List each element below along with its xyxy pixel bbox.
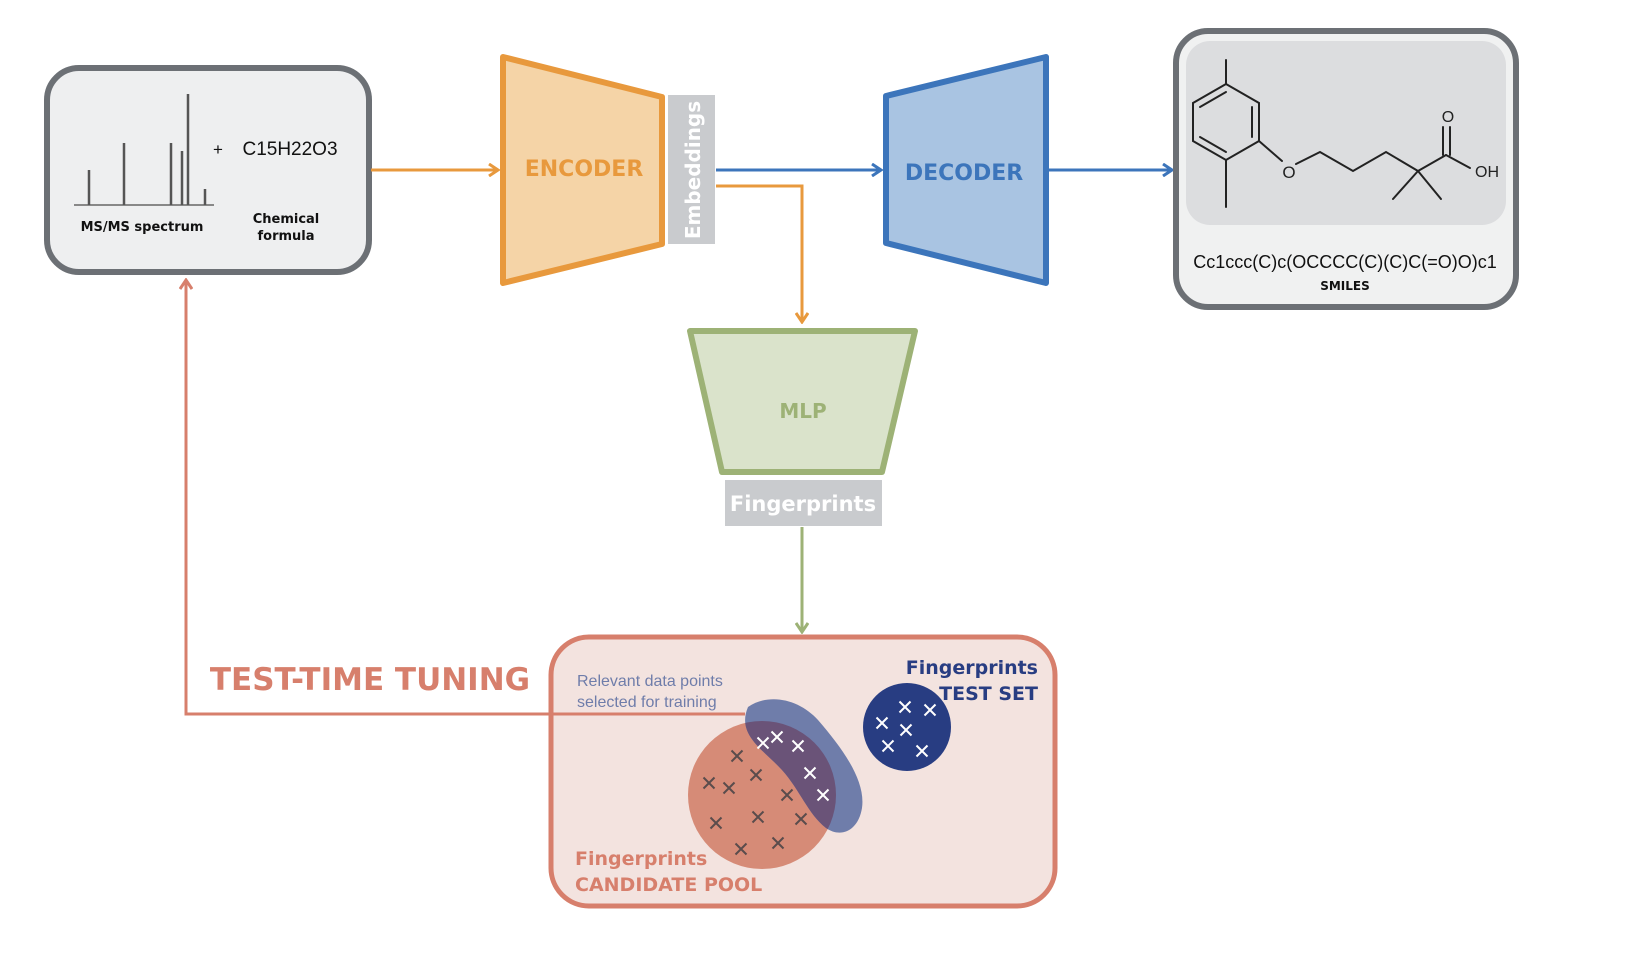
test-set-label-line2: TEST SET — [939, 683, 1038, 705]
molecule-structure — [1192, 59, 1471, 208]
selected-point-marker — [875, 716, 889, 730]
smiles-string: Cc1ccc(C)c(OCCCC(C)(C)C(=O)O)c1 — [1193, 252, 1496, 272]
arrow-embeddings-to-mlp — [716, 184, 802, 322]
fingerprints-output: Fingerprints — [725, 480, 882, 526]
candidate-point-marker — [794, 812, 808, 826]
test-set-cluster — [863, 683, 951, 771]
selected-point-marker — [770, 730, 784, 744]
candidate-point-marker — [702, 776, 716, 790]
embeddings-label: Embeddings — [681, 101, 705, 239]
selected-point-marker — [791, 739, 805, 753]
output-panel: O O OH Cc1ccc(C)c(OCCCC(C)(C)C(=O)O)c1 S… — [1173, 28, 1519, 310]
formula-label-line2: formula — [257, 229, 314, 244]
formula-label-line1: Chemical — [253, 212, 320, 227]
selected-point-marker — [816, 788, 830, 802]
mlp-trapezoid — [687, 328, 918, 475]
atom-ether-oxygen: O — [1282, 163, 1295, 182]
test-set-label-line1: Fingerprints — [906, 657, 1038, 679]
input-panel: MS/MS spectrum + C15H22O3 Chemical formu… — [44, 65, 372, 275]
candidate-point-marker — [780, 788, 794, 802]
selected-point-marker — [881, 739, 895, 753]
atom-hydroxyl: OH — [1475, 164, 1499, 181]
candidate-point-marker — [749, 768, 763, 782]
cluster-markers — [702, 700, 937, 856]
ms-spectrum-plot — [74, 94, 214, 206]
fingerprints-box — [725, 480, 882, 526]
embeddings-box — [668, 95, 715, 244]
smiles-label: SMILES — [1320, 279, 1370, 293]
decoder-label: DECODER — [905, 161, 1023, 186]
input-panel-frame — [44, 65, 372, 275]
decoder-block: DECODER — [883, 54, 1049, 286]
candidate-point-marker — [730, 749, 744, 763]
double-bond — [1199, 136, 1227, 153]
encoder-label: ENCODER — [525, 157, 644, 182]
candidate-point-marker — [734, 842, 748, 856]
mlp-block: MLP — [687, 328, 918, 475]
hydroxyl-bond — [1445, 154, 1471, 169]
overlap-region — [745, 721, 836, 833]
relevant-points-line1: Relevant data points — [577, 673, 723, 690]
relevant-points-line2: selected for training — [577, 694, 717, 711]
encoder-trapezoid — [500, 54, 665, 286]
selected-point-marker — [915, 744, 929, 758]
mlp-label: MLP — [779, 399, 826, 423]
test-time-tuning-panel: Relevant data points selected for traini… — [548, 634, 1058, 909]
carboxyl-bond — [1417, 154, 1447, 172]
plus-sign: + — [213, 140, 223, 159]
candidate-point-marker — [751, 810, 765, 824]
candidate-pool-label-line1: Fingerprints — [575, 848, 707, 870]
selected-point-marker — [923, 703, 937, 717]
encoder-block: ENCODER — [500, 54, 665, 286]
atom-carbonyl-oxygen: O — [1442, 109, 1454, 126]
double-bond — [1199, 91, 1227, 108]
spectrum-label: MS/MS spectrum — [81, 220, 204, 235]
embeddings-block: Embeddings — [668, 95, 715, 244]
chemical-formula: C15H22O3 — [242, 139, 337, 160]
test-time-tuning-title: TEST-TIME TUNING — [210, 662, 530, 698]
ether-bond — [1258, 140, 1283, 162]
selected-point-marker — [899, 723, 913, 737]
candidate-point-marker — [709, 816, 723, 830]
methyl-bond — [1417, 170, 1442, 200]
candidate-point-marker — [771, 836, 785, 850]
candidate-point-marker — [722, 781, 736, 795]
selected-point-marker — [803, 766, 817, 780]
decoder-trapezoid — [883, 54, 1049, 286]
selected-point-marker — [756, 736, 770, 750]
molecule-area — [1186, 41, 1506, 225]
methyl-bond — [1392, 170, 1419, 200]
selected-point-marker — [898, 700, 912, 714]
candidate-pool-label-line2: CANDIDATE POOL — [575, 874, 762, 896]
fingerprints-label: Fingerprints — [730, 492, 876, 516]
alkyl-chain — [1295, 150, 1419, 173]
